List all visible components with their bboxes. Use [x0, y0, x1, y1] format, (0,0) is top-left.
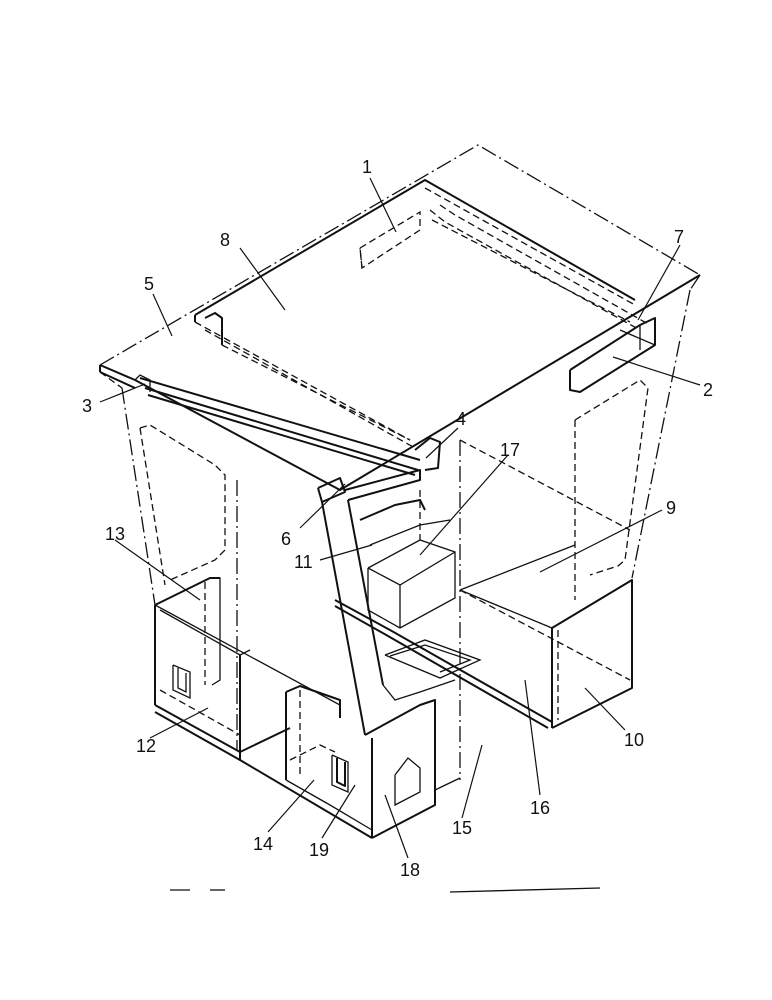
callout-17: 17: [500, 440, 520, 460]
leader-lines: [99, 177, 701, 859]
callout-5: 5: [144, 274, 154, 294]
roof-panel-8: [194, 179, 636, 449]
callout-8: 8: [220, 230, 230, 250]
bottom-mark: [170, 887, 601, 893]
callout-16: 16: [530, 798, 550, 818]
front-bracket-6: [317, 469, 421, 503]
front-beam-3-4: [134, 312, 441, 476]
callout-3: 3: [82, 396, 92, 416]
rear-bracket-2-7: [569, 317, 656, 393]
right-wall: [459, 274, 701, 780]
roof-outline: [99, 144, 701, 491]
center-unit-17: [367, 490, 456, 629]
front-lower-box: [239, 685, 461, 839]
front-pillar: [321, 499, 456, 736]
callout-12: 12: [136, 736, 156, 756]
callout-14: 14: [253, 834, 273, 854]
right-lower-box: [459, 579, 633, 729]
callout-15: 15: [452, 818, 472, 838]
callout-labels: 1 2 3 4 5 6 7 8 9 10 11 12 13 14 15 16 1…: [82, 157, 713, 880]
callout-6: 6: [281, 529, 291, 549]
callout-10: 10: [624, 730, 644, 750]
callout-7: 7: [674, 227, 684, 247]
callout-19: 19: [309, 840, 329, 860]
floor-frame: [154, 439, 631, 729]
left-wall: [99, 371, 238, 750]
callout-2: 2: [703, 380, 713, 400]
callout-13: 13: [105, 524, 125, 544]
callout-9: 9: [666, 498, 676, 518]
callout-4: 4: [456, 409, 466, 429]
callout-11: 11: [294, 552, 313, 572]
callout-1: 1: [362, 157, 372, 177]
roof-part-1: [359, 204, 651, 331]
callout-18: 18: [400, 860, 420, 880]
left-lower-box: [154, 577, 291, 761]
